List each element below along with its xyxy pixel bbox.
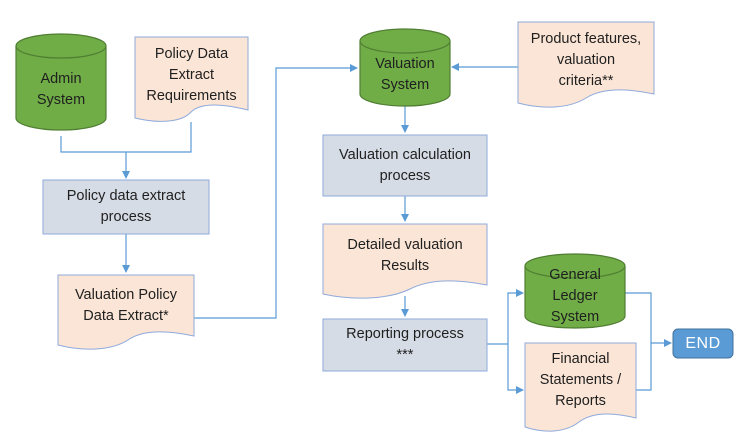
connector-admin-to-extract	[60, 136, 130, 179]
connector-statements-to-end	[636, 343, 652, 391]
connector-ledger-to-end	[625, 292, 672, 347]
connector-requirements-to-extract	[126, 122, 192, 153]
financial-statements-document	[524, 342, 637, 432]
connector-reporting-to-statements	[507, 344, 524, 394]
general-ledger-cylinder	[524, 253, 626, 329]
policy-requirements-document	[134, 36, 249, 122]
extract-process-box	[42, 179, 210, 235]
valuation-system-cylinder	[359, 28, 451, 107]
connector-extract-to-valuation-system	[194, 64, 358, 319]
detailed-results-document	[322, 223, 488, 299]
product-features-document	[517, 21, 655, 108]
connector-reporting-to-ledger	[507, 289, 524, 344]
reporting-process-box	[322, 318, 488, 372]
admin-system-cylinder	[15, 33, 107, 131]
end-terminator	[672, 328, 734, 359]
calc-process-box	[322, 134, 488, 197]
valuation-extract-document	[57, 274, 195, 350]
